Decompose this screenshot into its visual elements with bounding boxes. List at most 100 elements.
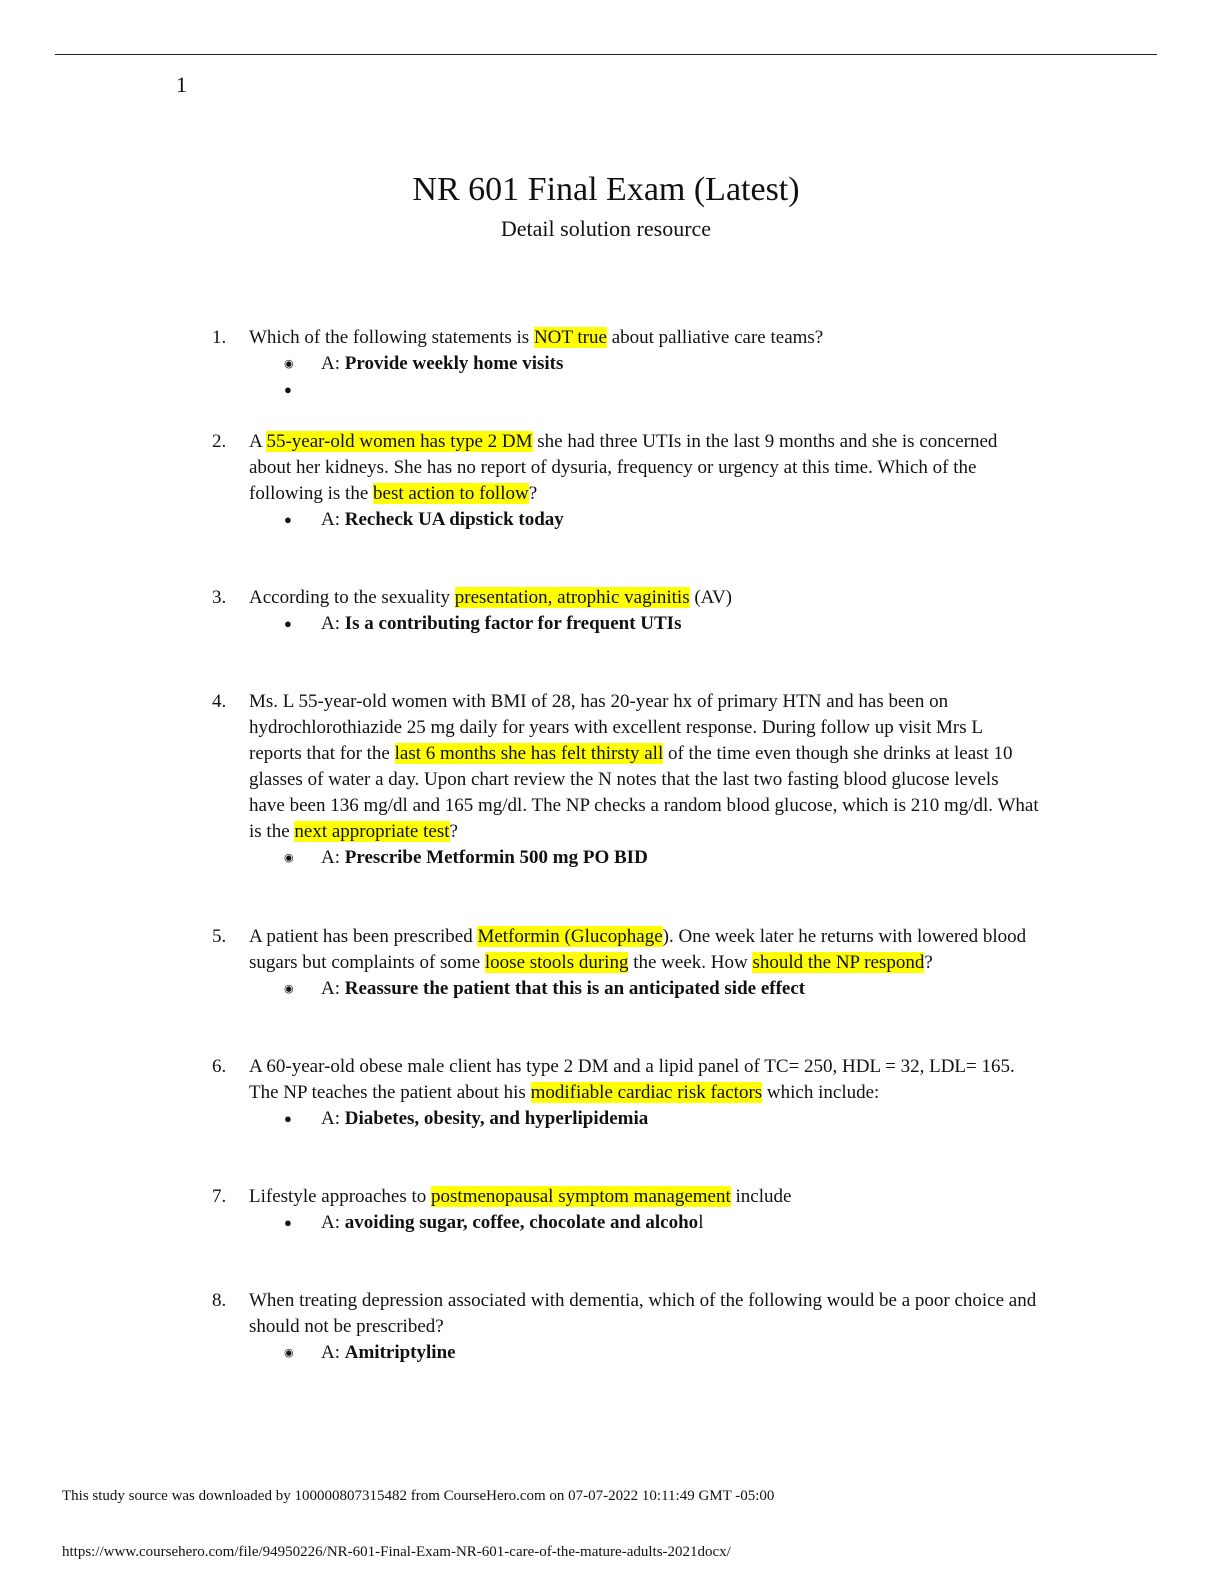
highlighted-phrase: modifiable cardiac risk factors [530,1082,763,1103]
page-number: 1 [176,72,187,97]
answer-text: A: Is a contributing factor for frequent… [321,611,681,637]
question-text-segment: Ms. L 55-year-old women with BMI of 28, … [249,691,983,764]
answer-text: A: Amitriptyline [321,1340,456,1366]
ring-bullet-icon: ◉ [284,358,294,370]
answer-prefix: A: [321,1342,345,1363]
answer-value: Reassure the patient that this is an ant… [344,978,806,999]
empty-answer-line: ● [212,377,1012,403]
question-text-segment: she had three UTIs in the last 9 months … [249,431,998,504]
answer-tail: l [698,1212,704,1233]
question-text-segment: A patient has been prescribed [249,926,478,947]
question-text: Ms. L 55-year-old women with BMI of 28, … [249,689,1039,845]
question-text: A 55-year-old women has type 2 DM she ha… [249,429,1039,507]
answer-line: ● A: avoiding sugar, coffee, chocolate an… [212,1210,1012,1236]
dot-bullet-icon: ● [284,512,292,527]
question-number: 6. [212,1056,227,1077]
answer-value: Prescribe Metformin 500 mg PO BID [344,847,648,868]
answer-prefix: A: [321,847,345,868]
question-text: A patient has been prescribed Metformin … [249,924,1039,976]
ring-bullet-icon: ◉ [284,1347,294,1359]
answer-line: ● A: Recheck UA dipstick today [212,507,1012,533]
question-2: 2. A 55-year-old women has type 2 DM she … [212,429,1012,533]
answer-value: Diabetes, obesity, and hyperlipidemia [344,1108,649,1129]
question-4: 4. Ms. L 55-year-old women with BMI of 28… [212,689,1039,871]
highlighted-phrase: last 6 months she has felt thirsty all [394,743,664,764]
question-number: 2. [212,431,227,452]
question-text-segment: ? [528,483,538,504]
answer-text: A: avoiding sugar, coffee, chocolate and… [321,1210,703,1236]
dot-bullet-icon: ● [284,616,292,631]
answer-line: ◉ A: Amitriptyline [212,1340,1012,1366]
question-text: According to the sexuality presentation,… [249,585,1039,611]
question-text: Which of the following statements is NOT… [249,325,1039,351]
question-text-segment: A [249,431,267,452]
ring-bullet-icon: ◉ [284,983,294,995]
question-3: 3. According to the sexuality presentatio… [212,585,1012,637]
ring-bullet-icon: ◉ [284,852,294,864]
question-text-segment: A 60-year-old obese male client has type… [249,1056,1015,1103]
question-number: 1. [212,327,227,348]
answer-line: ● A: Is a contributing factor for frequen… [212,611,1012,637]
answer-text: A: Provide weekly home visits [321,351,563,377]
dot-bullet-icon: ● [284,1111,292,1126]
question-text-segment: According to the sexuality [249,587,455,608]
answer-text: A: Diabetes, obesity, and hyperlipidemia [321,1106,648,1132]
question-number: 3. [212,587,227,608]
question-text-segment: (AV) [689,587,732,608]
question-7: 7.Lifestyle approaches to postmenopausal… [212,1184,1012,1236]
answer-prefix: A: [321,978,345,999]
header-rule [55,54,1157,55]
question-text-segment: When treating depression associated with… [249,1290,1037,1337]
question-1: 1. Which of the following statements is N… [212,325,1012,403]
answer-prefix: A: [321,509,345,530]
highlighted-phrase: presentation, atrophic vaginitis [454,587,690,608]
highlighted-phrase: postmenopausal symptom management [431,1186,731,1207]
answer-value: Recheck UA dipstick today [344,509,564,530]
highlighted-phrase: should the NP respond [752,952,925,973]
answer-prefix: A: [321,613,345,634]
answer-text: A: Reassure the patient that this is an … [321,976,805,1002]
answer-line: ● A: Diabetes, obesity, and hyperlipidemi… [212,1106,1012,1132]
question-text-segment: ). One week later he returns with lowere… [249,926,1027,973]
footer-source-note: This study source was downloaded by 1000… [62,1488,775,1504]
question-8: 8. When treating depression associated wi… [212,1288,1036,1366]
question-number: 5. [212,926,227,947]
document-subtitle: Detail solution resource [500,216,712,241]
highlighted-phrase: Metformin (Glucophage [477,926,663,947]
highlighted-phrase: loose stools during [484,952,629,973]
answer-prefix: A: [321,353,345,374]
answer-text: A: Prescribe Metformin 500 mg PO BID [321,845,648,871]
answer-value: Provide weekly home visits [344,353,564,374]
footer-url[interactable]: https://www.coursehero.com/file/94950226… [62,1544,731,1560]
highlighted-phrase: next appropriate test [294,821,450,842]
question-text-segment: about palliative care teams? [606,327,824,348]
question-number: 4. [212,691,227,712]
answer-value: Amitriptyline [344,1342,456,1363]
answer-line: ◉ A: Provide weekly home visits [212,351,1012,377]
question-text-segment: Which of the following statements is [249,327,534,348]
answer-text: A: Recheck UA dipstick today [321,507,564,533]
question-number: 7. [212,1186,227,1207]
question-number: 8. [212,1290,227,1311]
highlighted-phrase: 55-year-old women has type 2 DM [266,431,533,452]
question-text: When treating depression associated with… [249,1288,1039,1340]
answer-prefix: A: [321,1108,345,1129]
question-text: Lifestyle approaches to postmenopausal s… [249,1184,1039,1210]
question-text-segment: which include: [762,1082,880,1103]
question-text-segment: of the time even though she drinks at le… [249,743,1039,842]
answer-value: avoiding sugar, coffee, chocolate and al… [344,1212,699,1233]
question-text-segment: the week. How [628,952,753,973]
answer-line: ◉ A: Reassure the patient that this is an… [212,976,1012,1002]
answer-line: ◉ A: Prescribe Metformin 500 mg PO BID [212,845,1012,871]
dot-bullet-icon: ● [284,1215,292,1230]
question-text: A 60-year-old obese male client has type… [249,1054,1039,1106]
highlighted-phrase: NOT true [533,327,607,348]
question-text-segment: ? [449,821,458,842]
question-text-segment: ? [924,952,933,973]
answer-value: Is a contributing factor for frequent UT… [344,613,682,634]
question-6: 6. A 60-year-old obese male client has ty… [212,1054,1015,1132]
question-text-segment: include [730,1186,792,1207]
document-title: NR 601 Final Exam (Latest) [412,171,800,208]
dot-bullet-icon: ● [284,382,292,397]
answer-prefix: A: [321,1212,345,1233]
